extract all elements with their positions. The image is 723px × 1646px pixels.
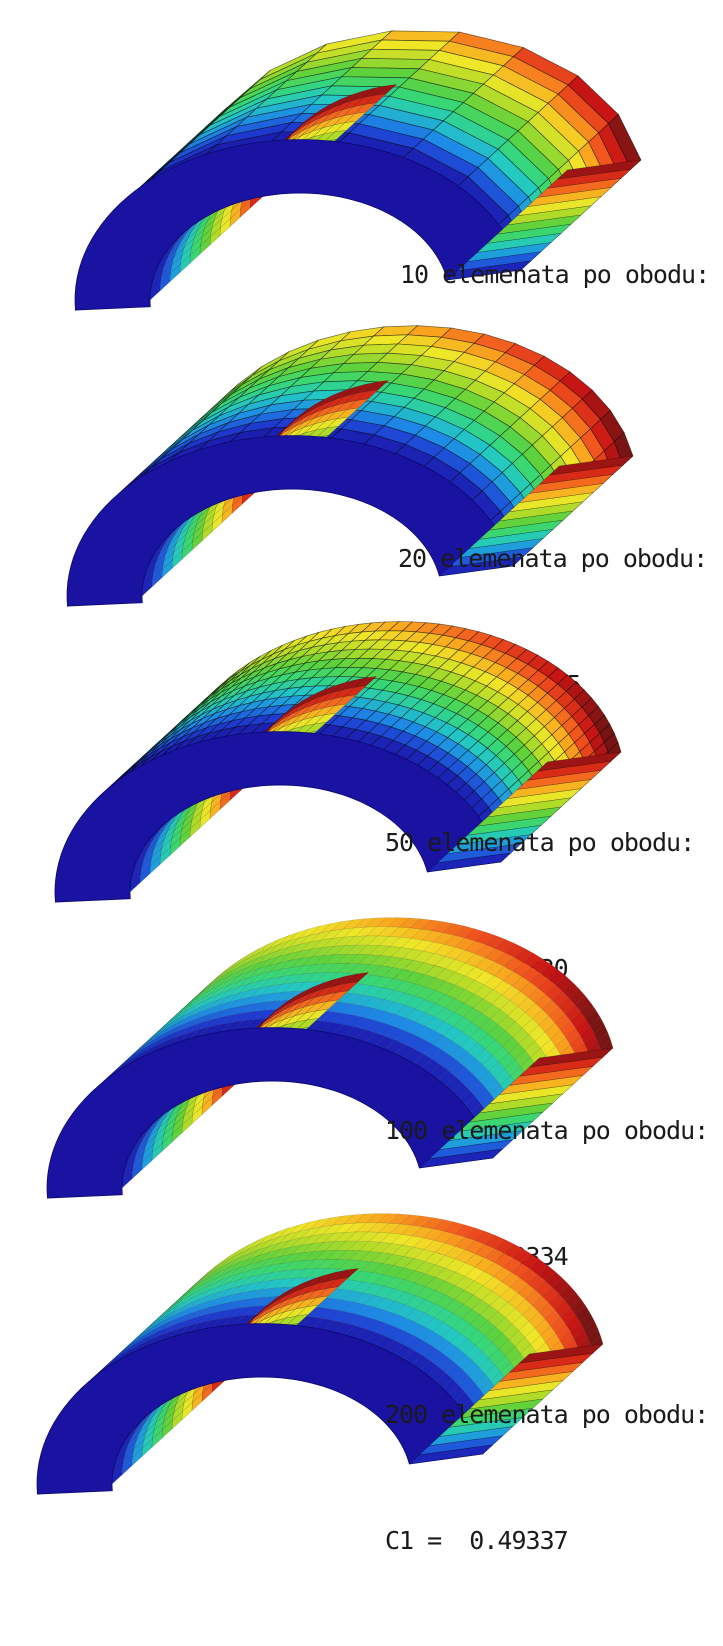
mesh-element [340, 67, 421, 79]
arch-model-10 [74, 30, 642, 311]
mesh-element [370, 39, 451, 51]
c1-value-label: C1 = 0.49337 [385, 1526, 569, 1555]
mesh-panel-100: 100 elemenata po obodu: C1 = 0.49334 [0, 888, 723, 1271]
panel-caption: 200 elemenata po obodu: C1 = 0.49337 [385, 1310, 709, 1646]
mesh-element [366, 380, 390, 392]
mesh-element [536, 751, 622, 772]
mesh-element [330, 76, 411, 88]
arch-group [36, 1213, 604, 1495]
element-count-label: 20 elemenata po obodu: [398, 544, 708, 573]
arch-model-200 [36, 1213, 604, 1495]
mesh-panel-200: 200 elemenata po obodu: C1 = 0.49337 [0, 1184, 723, 1555]
mesh-element [556, 159, 642, 180]
arch-group [66, 325, 634, 607]
mesh-element [380, 30, 461, 42]
mesh-element [518, 1343, 604, 1364]
mesh-element [336, 1268, 360, 1280]
element-count-label: 10 elemenata po obodu: [400, 260, 710, 289]
mesh-element [354, 676, 378, 688]
arch-group [46, 917, 614, 1199]
mesh-element [548, 455, 634, 476]
mesh-element [346, 972, 370, 984]
top-surface [46, 917, 614, 1199]
mesh-element [374, 84, 398, 96]
end-cap [408, 1343, 604, 1465]
mesh-element [360, 48, 441, 60]
element-count-label: 50 elemenata po obodu: [385, 828, 695, 857]
arch-group [54, 621, 622, 903]
arch-model-20 [66, 325, 634, 607]
end-cap [438, 455, 634, 577]
arch-model-50 [54, 621, 622, 903]
panel-caption: 100 elemenata po obodu: C1 = 0.49334 [385, 1026, 709, 1362]
arch-model-100 [46, 917, 614, 1199]
end-cap [426, 751, 622, 873]
mesh-element [350, 57, 431, 70]
element-count-label: 100 elemenata po obodu: [385, 1116, 709, 1145]
mesh-panel-50: 50 elemenata po obodu: C1 = 0.49320 [0, 592, 723, 983]
end-cap [446, 159, 642, 281]
mesh-panel-10: 10 elemenata po obodu: C1 = 0.48885 [0, 0, 723, 415]
arch-group [74, 30, 642, 311]
end-cap [418, 1047, 614, 1169]
mesh-panel-20: 20 elemenata po obodu: C1 = 0.49225 [0, 296, 723, 699]
mesh-element [528, 1047, 614, 1068]
element-count-label: 200 elemenata po obodu: [385, 1400, 709, 1429]
